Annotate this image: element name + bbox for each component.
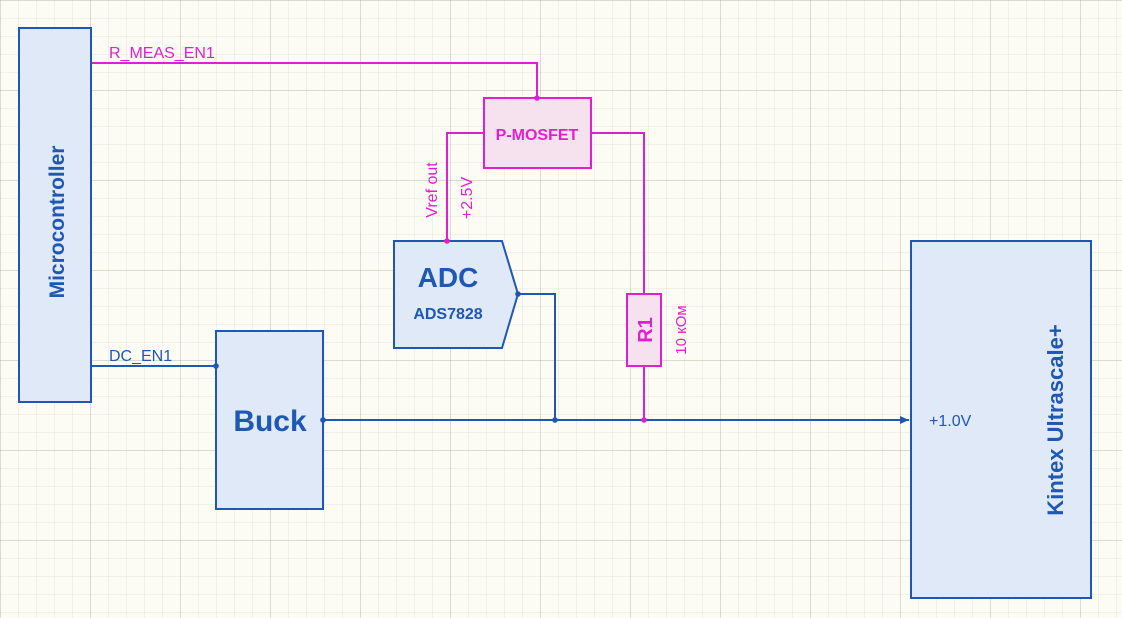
fpga-block[interactable] <box>910 240 1092 599</box>
microcontroller-label: Microcontroller <box>46 146 69 299</box>
junction-adc-in <box>515 291 521 297</box>
adc-title-label: ADC <box>418 262 479 293</box>
fpga-label: Kintex Ultrascale+ <box>1043 324 1068 515</box>
net-label-dc-en1: DC_EN1 <box>109 348 172 365</box>
mosfet-block[interactable] <box>483 97 592 169</box>
junction-adc-vref <box>444 238 450 244</box>
wire-adc-sense <box>518 293 556 420</box>
net-label-r-meas-en1: R_MEAS_EN1 <box>109 45 215 62</box>
magenta-wires <box>91 62 645 420</box>
buck-block[interactable] <box>215 330 324 510</box>
junction-buck-en <box>213 363 219 369</box>
resistor-label: R1 <box>635 317 657 343</box>
junction-dots <box>213 95 647 423</box>
net-label-vref-value: +2.5V <box>459 177 476 220</box>
junction-mosfet-gate <box>534 95 540 101</box>
junction-adc-rail <box>552 417 558 423</box>
wire-r-meas-en1 <box>91 62 538 98</box>
adc-block[interactable] <box>393 240 520 349</box>
net-label-1v0: +1.0V <box>929 413 972 430</box>
mosfet-label: P-MOSFET <box>496 127 579 144</box>
blue-wires <box>91 293 909 424</box>
junction-r1-rail <box>641 417 647 423</box>
microcontroller-block[interactable] <box>18 27 92 403</box>
wire-vref <box>446 132 484 241</box>
wire-mosfet-to-r1 <box>591 132 645 294</box>
resistor-block[interactable] <box>626 293 662 367</box>
adc-part-label: ADS7828 <box>413 306 482 323</box>
buck-label: Buck <box>233 405 307 438</box>
net-label-vref-out: Vref out <box>424 162 441 218</box>
net-label-resistor-value: 10 кОм <box>673 305 690 354</box>
junction-buck-out <box>320 417 326 423</box>
